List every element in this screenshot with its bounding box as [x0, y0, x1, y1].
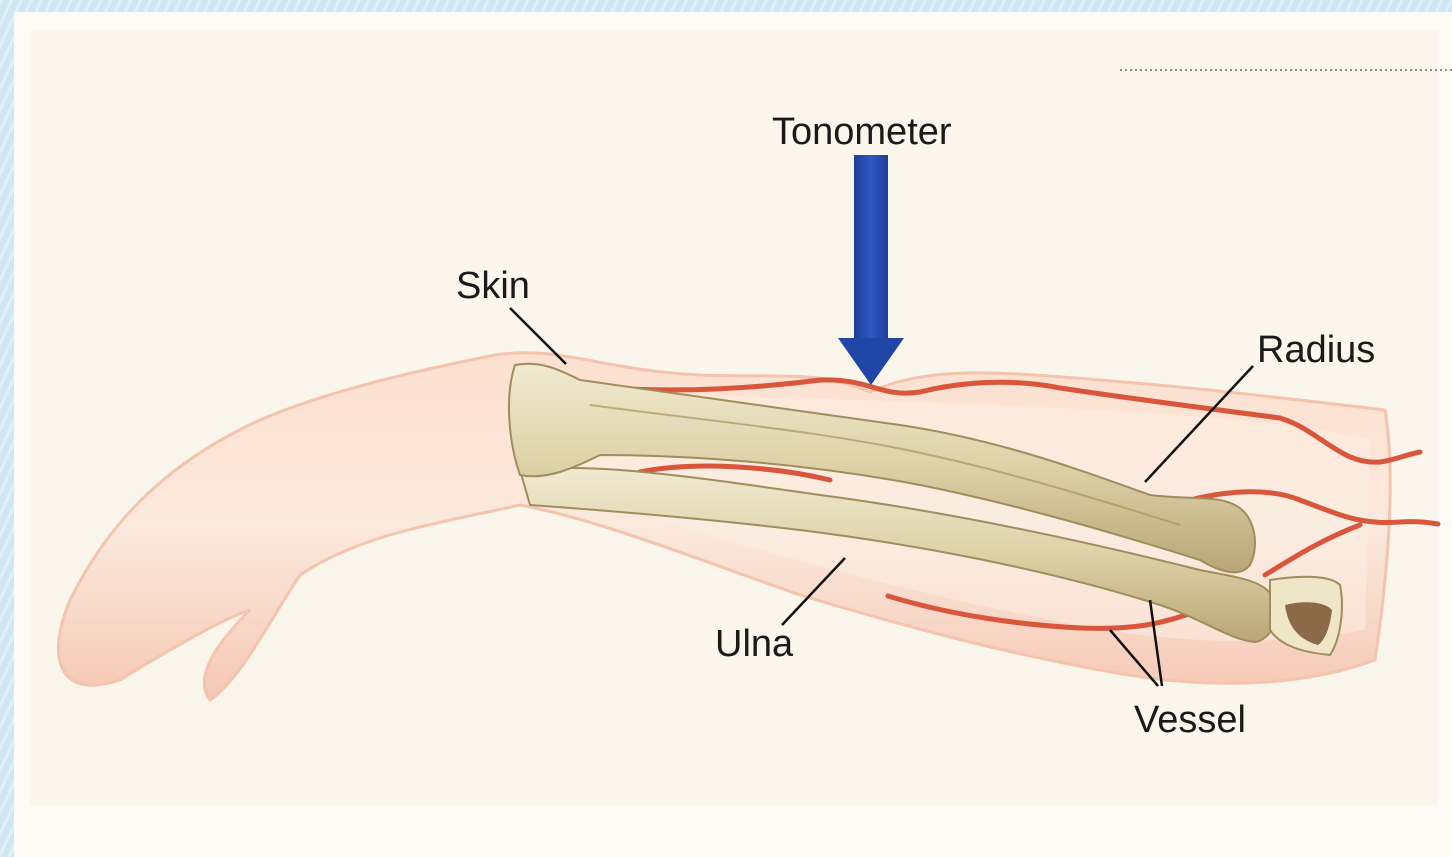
vessel-label: Vessel: [1134, 701, 1246, 739]
ulna-label: Ulna: [715, 625, 793, 663]
tonometer-label: Tonometer: [772, 113, 952, 151]
radius-label: Radius: [1257, 331, 1375, 369]
skin-label: Skin: [456, 267, 530, 305]
tonometer-arrow: [838, 155, 904, 385]
